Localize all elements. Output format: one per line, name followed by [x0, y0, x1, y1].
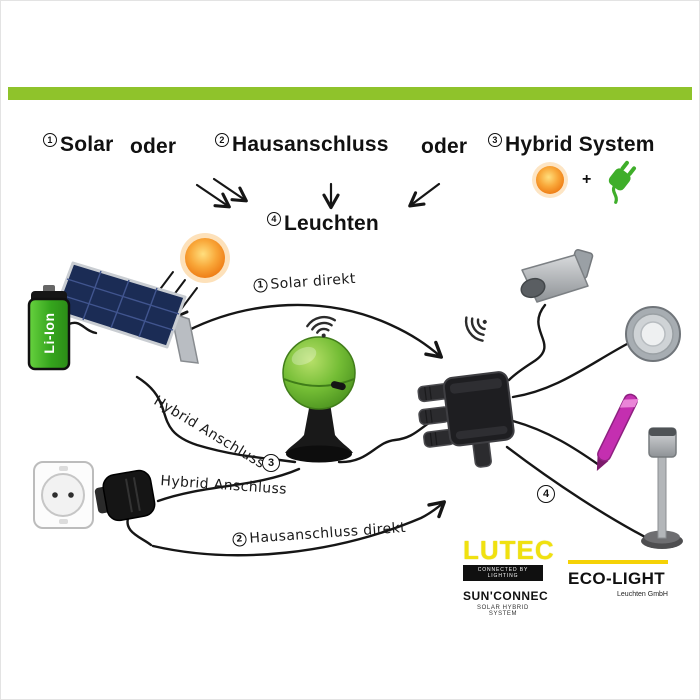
ground-light: [625, 306, 681, 362]
badge-3-icon: 3: [488, 133, 502, 147]
cables: [67, 303, 649, 557]
flow-badge-1-icon: 1: [253, 278, 269, 293]
wall-outlet: [33, 461, 94, 529]
solar-panel: [53, 261, 199, 364]
hub-device: [282, 336, 356, 463]
header-oder-2: oder: [421, 135, 468, 158]
wifi-icon-walllight: [464, 316, 487, 342]
header-hausanschluss-label: Hausanschluss: [232, 133, 389, 156]
header-oder-1: oder: [130, 135, 177, 158]
flow-badge-3-icon: 3: [262, 454, 280, 472]
header-leuchten-label: Leuchten: [284, 212, 379, 235]
wire-hausanschluss: [151, 500, 446, 557]
wire-walllight: [507, 303, 547, 382]
battery-label: Li-Ion: [41, 312, 57, 354]
wire-battery: [67, 321, 98, 335]
wire-plug-cord: [126, 513, 153, 547]
bollard-light: [641, 427, 683, 549]
ecolight-subtitle: Leuchten GmbH: [617, 591, 668, 598]
header-solar-label: Solar: [60, 133, 114, 156]
badge-1-icon: 1: [43, 133, 57, 147]
header-hybrid-label: Hybrid System: [505, 133, 655, 156]
flow-badge-2-icon: 2: [232, 532, 248, 547]
wire-hybrid-plug: [156, 467, 301, 503]
sun-icon-panel: [180, 233, 230, 283]
sun-icon-header: [532, 162, 568, 198]
ecolight-logo: ECO-LIGHT Leuchten GmbH: [568, 560, 668, 598]
wire-pathlight: [511, 419, 601, 467]
wire-solar-direkt: [185, 303, 443, 359]
label-step-3: 3: [262, 453, 283, 472]
wire-bollard: [505, 445, 649, 540]
power-plug: [94, 469, 156, 522]
wire-groundlight: [511, 342, 629, 399]
label-step-4: 4: [537, 484, 558, 503]
badge-4-icon: 4: [267, 212, 281, 226]
wall-light: [520, 248, 594, 303]
badge-2-icon: 2: [215, 133, 229, 147]
wifi-icon-hub: [306, 315, 337, 338]
plug-icon-header: [608, 160, 637, 204]
header-flow-arrows: [195, 177, 441, 210]
path-light: [596, 393, 639, 471]
ecolight-bar-icon: [568, 560, 668, 564]
sunconnec-subtitle: SOLAR HYBRID SYSTEM: [477, 605, 529, 617]
flow-badge-4-icon: 4: [537, 485, 555, 503]
distribution-box: [417, 371, 515, 468]
wire-hybrid-battery: [135, 375, 297, 464]
top-accent-bar: [8, 87, 692, 100]
sunconnec-wordmark: SUN'CONNEC: [463, 589, 549, 603]
plus-sign: +: [582, 171, 592, 188]
lutec-wordmark: LUTEC: [463, 535, 555, 565]
battery: [27, 285, 71, 371]
lutec-tagline: CONNECTED BY LIGHTING: [463, 565, 543, 581]
ecolight-wordmark: ECO-LIGHT: [568, 569, 666, 588]
lutec-logo: LUTEC CONNECTED BY LIGHTING SUN'CONNEC S…: [463, 535, 555, 617]
wire-hub-to-box: [337, 419, 434, 464]
